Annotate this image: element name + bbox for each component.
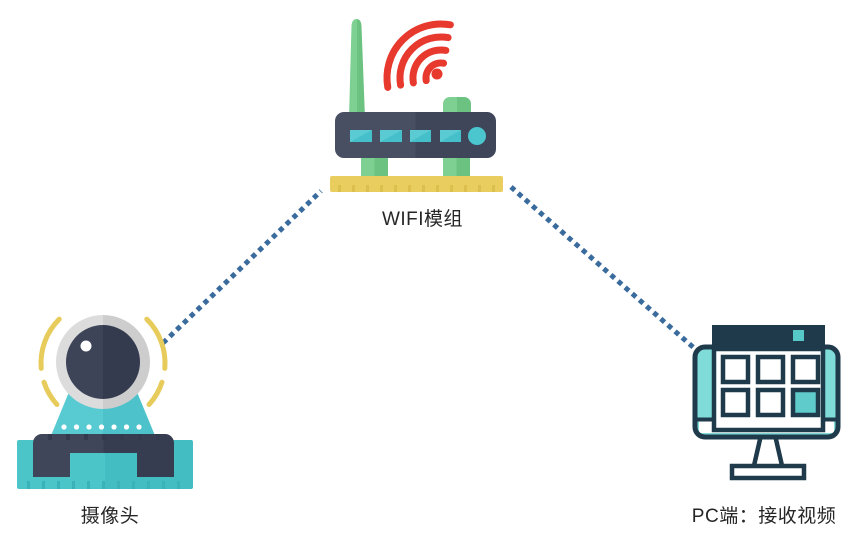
camera-bracket-ticks	[48, 434, 160, 440]
camera-icon	[17, 315, 193, 489]
router-antenna	[349, 19, 365, 118]
camera-signal-arcs	[38, 316, 168, 407]
router-ports	[350, 127, 486, 145]
wifi-router-icon	[330, 19, 503, 192]
window-thumbnail-active	[790, 387, 821, 418]
wifi-module-label: WIFI模组	[381, 209, 464, 230]
camera-platform-ticks	[27, 481, 180, 489]
connection-camera-to-wifi	[161, 189, 323, 345]
window-titlebar	[712, 325, 825, 349]
camera-neck-dots	[61, 424, 142, 430]
pc-stand-base	[729, 463, 807, 481]
router-power-led	[468, 127, 486, 145]
pc-client-label: PC端：接收视频	[691, 506, 837, 527]
pc-monitor-icon	[692, 325, 841, 481]
window-thumbnail-grid	[720, 354, 821, 418]
camera-lens-highlight	[80, 340, 92, 352]
connection-wifi-to-pc	[509, 185, 696, 350]
window-titlebar-button	[793, 330, 804, 341]
connection-lines	[161, 185, 696, 350]
pc-app-window	[711, 325, 826, 433]
camera-lens	[66, 325, 140, 399]
wifi-signal-icon	[383, 20, 454, 91]
router-base-ticks	[338, 185, 495, 192]
router-base	[330, 176, 503, 192]
camera-bracket	[33, 434, 174, 477]
camera-label: 摄像头	[80, 506, 140, 527]
